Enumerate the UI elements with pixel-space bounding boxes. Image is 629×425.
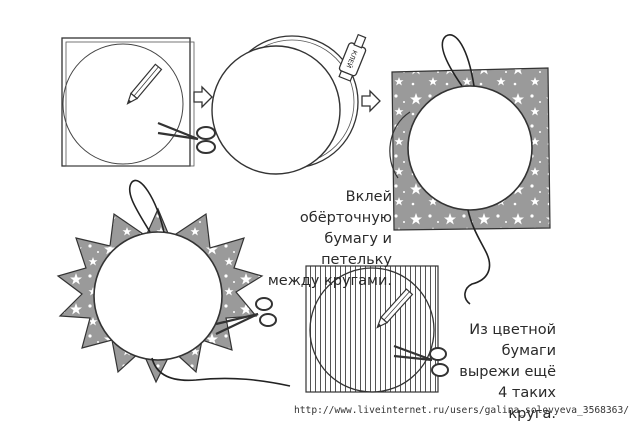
caption-line: между кругами. [267,273,392,289]
circle-on-star [93,231,223,361]
step-3-wrapping-paper [389,34,551,305]
instruction-diagram: КЛЕЙ [56,33,551,393]
source-url: http://www.liveinternet.ru/users/galina_… [294,405,629,416]
step-1-trace-circle [61,37,216,167]
caption-line: вырежи ещё [459,364,556,380]
traced-circle [62,43,184,165]
glue-step-caption: Вклей обёрточную бумагу и петельку между… [254,187,392,292]
scissors-icon [157,121,216,154]
arrow-right-icon [193,85,213,109]
string-loop [128,179,165,233]
step-4-star-cutout [56,179,291,387]
step-2-glue-circles: КЛЕЙ [211,33,367,175]
string-loop [441,34,475,87]
scissors-icon [215,297,277,335]
cut-step-caption: Из цветной бумаги вырежи ещё 4 таких кру… [456,320,556,425]
caption-line: бумагу и петельку [321,231,392,268]
arrow-right-icon [361,89,381,113]
caption-line: Из цветной [469,322,556,338]
scissors-icon [393,344,449,377]
circle-on-paper [407,85,533,211]
caption-line: 4 таких круга. [498,385,556,422]
pencil-icon [126,63,163,105]
glue-tube-icon: КЛЕЙ [338,33,367,82]
traced-circle [309,267,435,393]
front-circle [211,45,341,175]
step-5-colored-paper [305,265,449,393]
caption-line: Вклей обёрточную [299,189,392,226]
string-tail [464,209,491,305]
paper-sheet-back [65,41,195,167]
pencil-icon [376,288,414,329]
back-circle-edge [389,111,411,179]
caption-line: бумаги [501,343,556,359]
string-tail [151,357,291,387]
